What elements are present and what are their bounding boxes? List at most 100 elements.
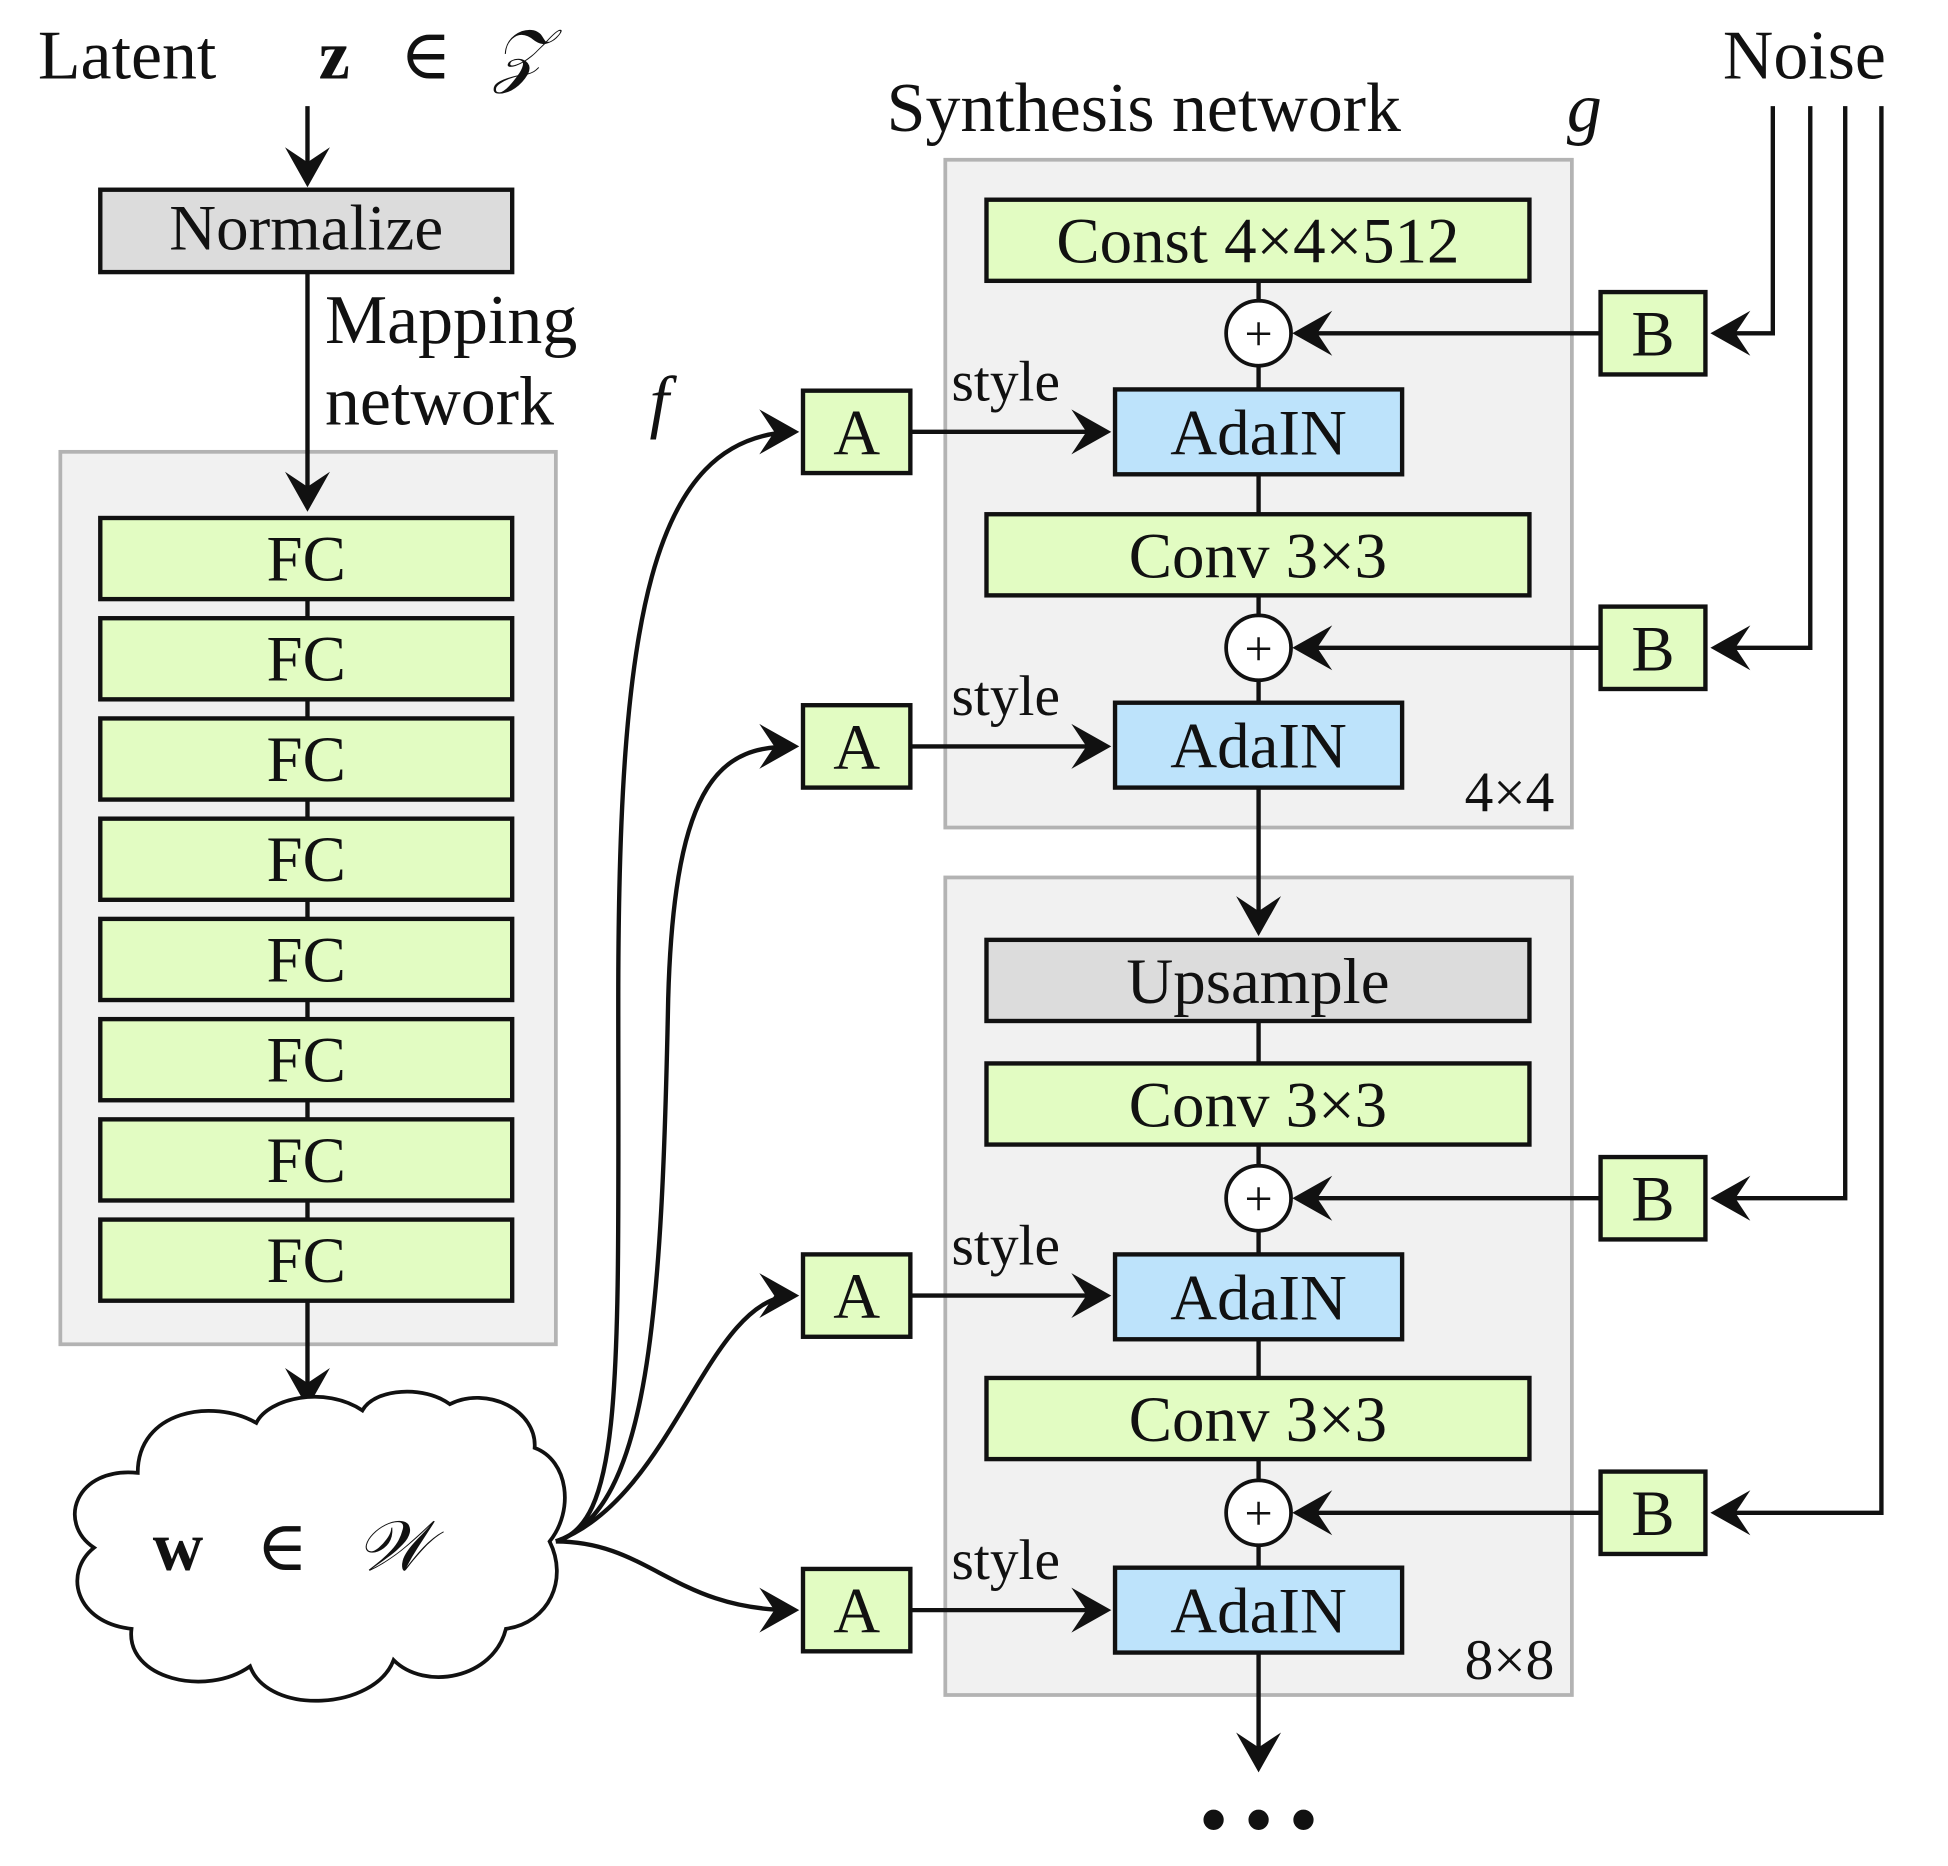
fc-stack: FC FC FC FC FC FC FC FC: [98, 515, 515, 1303]
w-latent-cloud: [73, 1389, 567, 1703]
affine-a-block[interactable]: [800, 1252, 913, 1339]
arrow-left-icon: [1292, 310, 1333, 356]
synthesis-func: g: [1567, 70, 1602, 147]
affine-a-label: A: [833, 1576, 880, 1648]
fc-layer-label: FC: [267, 824, 346, 896]
affine-a-label: A: [833, 1261, 880, 1333]
noise-b-label: B: [1631, 613, 1674, 685]
fc-layer-label: FC: [267, 624, 346, 696]
arrow-right-icon: [1071, 723, 1112, 769]
arrow-left-icon: [1710, 1490, 1751, 1536]
latent-space: 𝒵: [491, 18, 562, 95]
w-element-of: ∈: [256, 1509, 308, 1586]
noise-b-block[interactable]: [1598, 289, 1708, 377]
latent-element-of: ∈: [400, 18, 452, 95]
noise-b-block[interactable]: [1598, 1154, 1708, 1242]
fc-layer[interactable]: [98, 616, 515, 702]
w-symbol: w: [153, 1509, 204, 1586]
plus-icon: +: [1245, 1486, 1273, 1541]
synthesis-label: Synthesis network: [887, 70, 1401, 147]
noise-input-wire: [1716, 106, 1776, 336]
arrow-right-icon: [759, 409, 800, 455]
const-block-label: Const 4×4×512: [1056, 206, 1459, 278]
arrow-left-icon: [1292, 1490, 1333, 1536]
normalize-block[interactable]: [98, 187, 515, 275]
style-label: style: [952, 1529, 1060, 1592]
plus-icon: +: [1245, 621, 1273, 676]
noise-b-label: B: [1631, 1164, 1674, 1236]
conv-block[interactable]: [984, 1061, 1532, 1147]
fc-layer-label: FC: [267, 924, 346, 996]
arrow-right-icon: [759, 1587, 800, 1633]
style-broadcast-wire: [555, 1539, 794, 1613]
noise-label: Noise: [1723, 18, 1886, 95]
fc-layer-label: FC: [267, 1125, 346, 1197]
adain-block[interactable]: [1112, 1252, 1405, 1342]
const-block[interactable]: [984, 197, 1532, 284]
style-broadcast-wire: [555, 429, 794, 1544]
continuation-ellipsis: • • •: [1201, 1779, 1317, 1862]
arrow-down-icon: [285, 471, 330, 512]
fc-layer[interactable]: [98, 1016, 515, 1103]
conv-block[interactable]: [984, 1375, 1532, 1462]
synthesis-layers: Const 4×4×512 + AdaIN Conv 3×3 + AdaIN Upsampl…: [800, 106, 1884, 1773]
arrow-right-icon: [759, 1273, 800, 1319]
latent-title: Latent z ∈ 𝒵: [38, 18, 563, 95]
style-label: style: [952, 351, 1060, 414]
arrow-down-icon: [1236, 1732, 1282, 1773]
affine-a-label: A: [833, 397, 880, 469]
block-resolution-4x4: 4×4: [1465, 761, 1555, 824]
noise-b-label: B: [1631, 299, 1674, 371]
mapping-label-line2: network: [325, 363, 554, 440]
fc-layer[interactable]: [98, 816, 515, 902]
noise-input-wire: [1716, 106, 1884, 1515]
adain-block-label: AdaIN: [1170, 711, 1347, 783]
upsample-block-label: Upsample: [1126, 946, 1389, 1018]
arrow-left-icon: [1710, 625, 1751, 671]
fc-layer[interactable]: [98, 1217, 515, 1303]
affine-a-block[interactable]: [800, 1566, 913, 1654]
arrow-left-icon: [1292, 625, 1333, 671]
arrow-right-icon: [759, 723, 800, 769]
conv-block-label: Conv 3×3: [1129, 520, 1387, 592]
arrow-right-icon: [1071, 409, 1112, 455]
noise-b-block[interactable]: [1598, 604, 1708, 692]
arrow-right-icon: [1071, 1273, 1112, 1319]
arrow-right-icon: [1071, 1587, 1112, 1633]
arrow-down-icon: [1236, 896, 1282, 937]
fc-layer[interactable]: [98, 1117, 515, 1203]
conv-block-label: Conv 3×3: [1129, 1069, 1387, 1141]
latent-symbol: z: [319, 18, 350, 95]
fc-layer[interactable]: [98, 515, 515, 602]
normalize-label: Normalize: [169, 193, 443, 265]
adain-block[interactable]: [1112, 387, 1405, 477]
latent-label: Latent: [38, 18, 216, 95]
plus-icon: +: [1245, 1172, 1273, 1227]
fc-layer-label: FC: [267, 1225, 346, 1297]
arrow-down-icon: [285, 1367, 330, 1408]
noise-b-label: B: [1631, 1478, 1674, 1550]
style-broadcast-wire: [555, 1293, 794, 1544]
noise-input-wire: [1716, 106, 1848, 1201]
mapping-label-line1: Mapping: [325, 282, 577, 359]
arrow-left-icon: [1292, 1175, 1333, 1221]
style-label: style: [952, 665, 1060, 728]
fc-layer[interactable]: [98, 916, 515, 1003]
fc-layer-label: FC: [267, 724, 346, 796]
arrow-down-icon: [285, 147, 330, 188]
arrow-left-icon: [1710, 310, 1751, 356]
noise-input-wire: [1716, 106, 1813, 650]
style-broadcast-wire: [555, 744, 794, 1544]
plus-icon: +: [1245, 307, 1273, 362]
fc-layer-label: FC: [267, 523, 346, 595]
mapping-func: f: [649, 363, 677, 440]
block-resolution-8x8: 8×8: [1465, 1629, 1555, 1692]
conv-block[interactable]: [984, 512, 1532, 598]
adain-block-label: AdaIN: [1170, 1576, 1347, 1648]
conv-block-label: Conv 3×3: [1129, 1384, 1387, 1456]
fc-layer-label: FC: [267, 1025, 346, 1097]
adain-block-label: AdaIN: [1170, 1262, 1347, 1334]
affine-a-label: A: [833, 712, 880, 784]
style-label: style: [952, 1214, 1060, 1277]
